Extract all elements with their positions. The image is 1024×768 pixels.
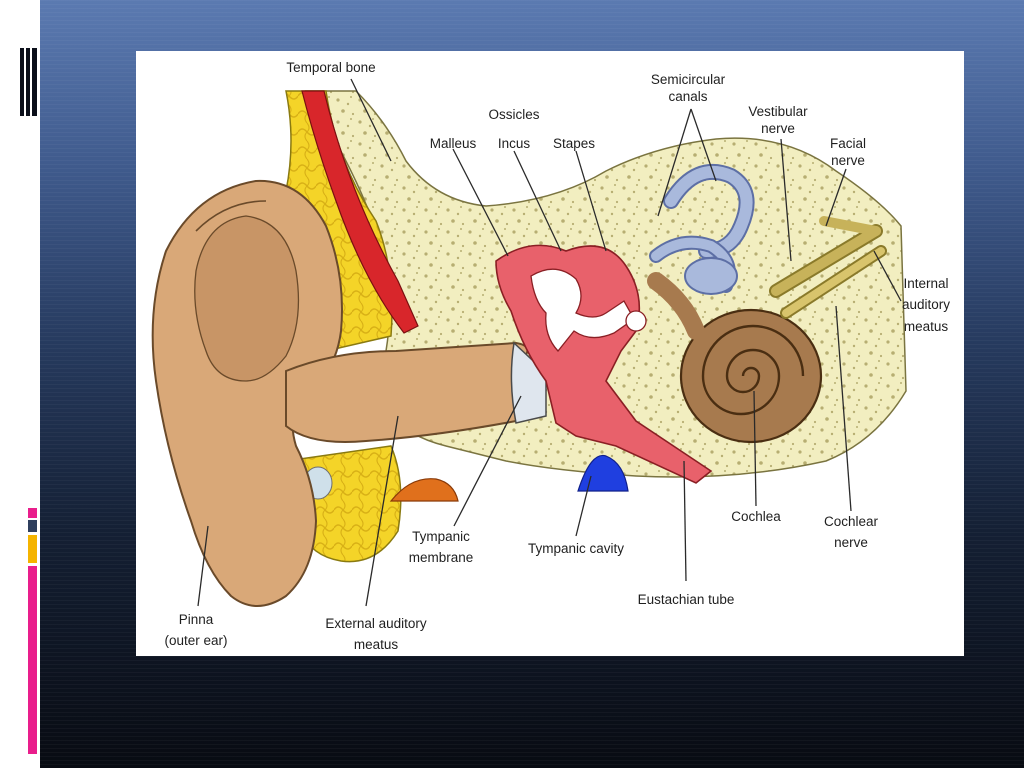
label-malleus: Malleus <box>430 136 477 151</box>
label-internal-auditory-meatus-line1: Internal <box>903 276 948 291</box>
label-stapes: Stapes <box>553 136 595 151</box>
pinna-inner-fold <box>194 215 300 382</box>
ear-diagram-svg: Temporal bone Ossicles Malleus Incus Sta… <box>151 60 950 652</box>
leader-lines <box>197 78 902 607</box>
label-vestibular-nerve-line2: nerve <box>761 121 795 136</box>
tympanic-membrane-shape <box>510 341 547 424</box>
band-mark-3 <box>32 48 37 116</box>
pinna-helix-rim <box>195 200 267 232</box>
label-external-auditory-meatus-line1: External auditory <box>325 616 427 631</box>
label-temporal-bone: Temporal bone <box>286 60 375 75</box>
label-pinna-line1: Pinna <box>179 612 214 627</box>
band-mark-1 <box>20 48 24 116</box>
band-mark-2 <box>26 48 30 116</box>
ear-anatomy-figure: Temporal bone Ossicles Malleus Incus Sta… <box>136 51 964 656</box>
label-facial-nerve-line2: nerve <box>831 153 865 168</box>
label-external-auditory-meatus-line2: meatus <box>354 637 399 652</box>
label-facial-nerve-line1: Facial <box>830 136 866 151</box>
label-cochlear-nerve-line2: nerve <box>834 535 868 550</box>
accent-bar-gold <box>28 535 37 563</box>
accent-bar-slate <box>28 520 37 532</box>
artery-strip <box>301 90 419 334</box>
label-tympanic-membrane-line1: Tympanic <box>412 529 470 544</box>
label-vestibular-nerve-line1: Vestibular <box>748 104 808 119</box>
label-semicircular-canals-line2: canals <box>668 89 707 104</box>
orange-gland <box>389 478 459 502</box>
slide-left-band <box>0 0 40 768</box>
accent-bar-pink-long <box>28 566 37 754</box>
label-internal-auditory-meatus-line3: meatus <box>904 319 949 334</box>
label-ossicles: Ossicles <box>488 107 539 122</box>
semicircular-canals-shape <box>649 164 755 295</box>
label-pinna-line2: (outer ear) <box>164 633 227 648</box>
label-eustachian-tube: Eustachian tube <box>638 592 735 607</box>
accent-bar-pink <box>28 508 37 518</box>
label-internal-auditory-meatus-line2: auditory <box>902 297 950 312</box>
label-cochlea: Cochlea <box>731 509 781 524</box>
label-cochlear-nerve-line1: Cochlear <box>824 514 879 529</box>
nerve-bundle <box>769 216 887 319</box>
blue-node <box>577 454 629 492</box>
label-tympanic-cavity: Tympanic cavity <box>528 541 624 556</box>
label-semicircular-canals-line1: Semicircular <box>651 72 726 87</box>
ear-canal <box>285 341 529 443</box>
label-incus: Incus <box>498 136 531 151</box>
label-tympanic-membrane-line2: membrane <box>409 550 474 565</box>
stapes-footplate <box>625 310 647 332</box>
cochlea-shape <box>647 272 823 444</box>
